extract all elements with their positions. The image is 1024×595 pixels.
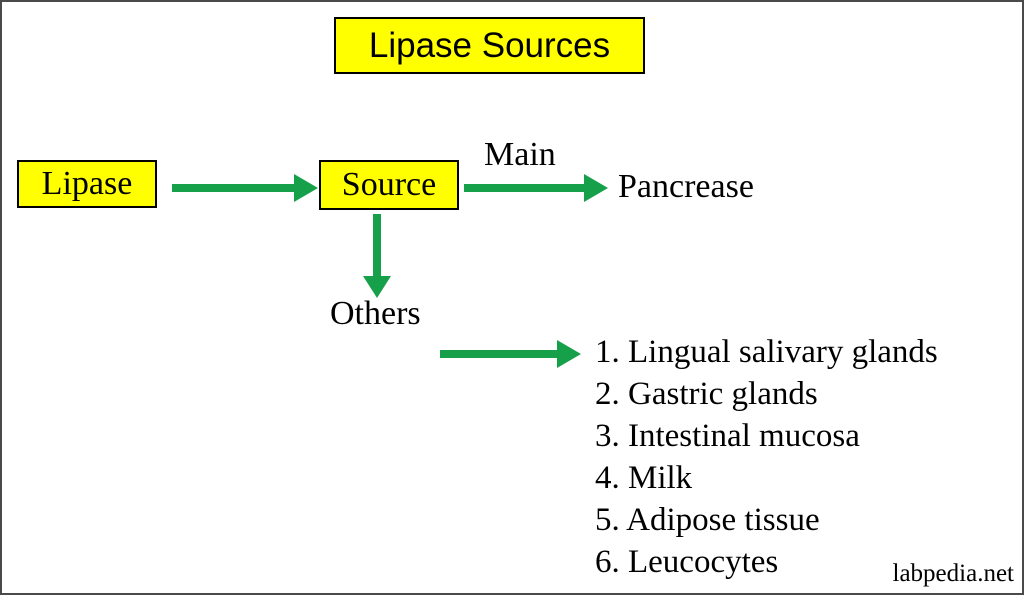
list-item: 5. Adipose tissue: [595, 502, 820, 538]
pancrease-label: Pancrease: [618, 168, 754, 205]
list-item: 1. Lingual salivary glands: [595, 334, 938, 370]
list-item: 4. Milk: [595, 460, 693, 496]
arrow-head: [363, 276, 391, 298]
others-branch-label: Others: [330, 295, 421, 332]
arrow-right-icon: [172, 174, 318, 202]
watermark-labpedia: labpedia.net: [892, 560, 1014, 587]
list-item: 6. Leucocytes: [595, 544, 779, 580]
source-node: Source: [319, 160, 459, 210]
main-branch-label: Main: [484, 136, 556, 173]
arrow-shaft: [172, 184, 294, 192]
arrow-down-icon: [363, 214, 391, 298]
arrow-right-icon: [440, 340, 581, 368]
arrow-head: [557, 340, 581, 368]
source-node-label: Source: [341, 166, 437, 203]
list-item: 2. Gastric glands: [595, 376, 818, 412]
lipase-node-label: Lipase: [41, 165, 133, 202]
arrow-head: [294, 174, 318, 202]
diagram-title-box: Lipase Sources: [334, 17, 645, 74]
diagram-title: Lipase Sources: [368, 25, 611, 65]
lipase-node: Lipase: [17, 160, 157, 208]
arrow-shaft: [464, 184, 584, 192]
arrow-shaft: [373, 214, 381, 276]
list-item: 3. Intestinal mucosa: [595, 418, 860, 454]
arrow-head: [584, 174, 608, 202]
others-sources-list: 1. Lingual salivary glands 2. Gastric gl…: [595, 331, 938, 583]
arrow-shaft: [440, 350, 557, 358]
arrow-right-icon: [464, 174, 608, 202]
